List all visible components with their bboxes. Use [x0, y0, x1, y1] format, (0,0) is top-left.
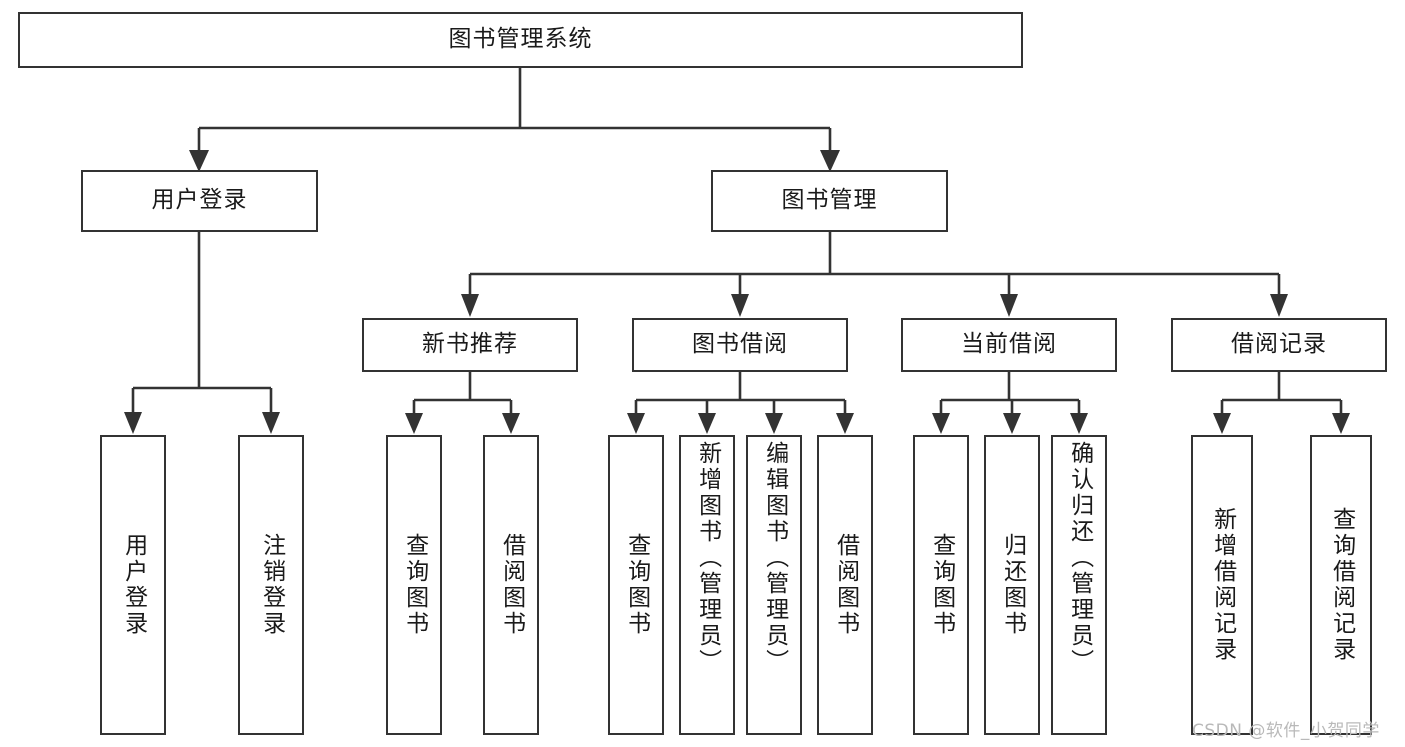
node-new-book-recommend[interactable]: 新书推荐	[362, 318, 578, 372]
node-current-borrow-label: 当前借阅	[961, 331, 1057, 358]
node-leaf-query-borrow-record[interactable]: 查询借阅记录	[1310, 435, 1372, 735]
node-leaf-add-book-admin-label: 新增图书（管理员）	[694, 441, 721, 675]
csdn-watermark: CSDN @软件_小贺同学	[1192, 721, 1380, 741]
node-user-login[interactable]: 用户登录	[81, 170, 318, 232]
node-leaf-confirm-return-admin-label: 确认归还（管理员）	[1066, 441, 1093, 675]
node-leaf-query-book-current[interactable]: 查询图书	[913, 435, 969, 735]
node-book-manage-label: 图书管理	[781, 187, 878, 214]
node-leaf-borrow-book-borrow-label: 借阅图书	[832, 533, 859, 637]
node-leaf-borrow-book-borrow[interactable]: 借阅图书	[817, 435, 873, 735]
node-leaf-logout[interactable]: 注销登录	[238, 435, 304, 735]
node-leaf-edit-book-admin-label: 编辑图书（管理员）	[761, 441, 788, 675]
node-book-borrow-label: 图书借阅	[692, 331, 788, 358]
node-leaf-user-login[interactable]: 用户登录	[100, 435, 166, 735]
node-root[interactable]: 图书管理系统	[18, 12, 1023, 68]
node-new-book-recommend-label: 新书推荐	[422, 331, 518, 358]
node-leaf-return-book[interactable]: 归还图书	[984, 435, 1040, 735]
node-borrow-record-label: 借阅记录	[1231, 331, 1327, 358]
node-leaf-add-book-admin[interactable]: 新增图书（管理员）	[679, 435, 735, 735]
node-leaf-user-login-label: 用户登录	[120, 533, 147, 637]
node-leaf-query-book-rec-label: 查询图书	[401, 533, 428, 637]
node-leaf-confirm-return-admin[interactable]: 确认归还（管理员）	[1051, 435, 1107, 735]
node-root-label: 图书管理系统	[448, 26, 593, 53]
node-leaf-query-book-rec[interactable]: 查询图书	[386, 435, 442, 735]
node-leaf-query-book-current-label: 查询图书	[928, 533, 955, 637]
node-book-manage[interactable]: 图书管理	[711, 170, 948, 232]
node-leaf-add-borrow-record-label: 新增借阅记录	[1209, 507, 1236, 663]
node-current-borrow[interactable]: 当前借阅	[901, 318, 1117, 372]
node-book-borrow[interactable]: 图书借阅	[632, 318, 848, 372]
node-leaf-query-borrow-record-label: 查询借阅记录	[1328, 507, 1355, 663]
node-leaf-query-book-borrow[interactable]: 查询图书	[608, 435, 664, 735]
node-borrow-record[interactable]: 借阅记录	[1171, 318, 1387, 372]
node-user-login-label: 用户登录	[151, 187, 248, 214]
node-leaf-edit-book-admin[interactable]: 编辑图书（管理员）	[746, 435, 802, 735]
node-leaf-return-book-label: 归还图书	[999, 533, 1026, 637]
node-leaf-borrow-book-rec[interactable]: 借阅图书	[483, 435, 539, 735]
node-leaf-query-book-borrow-label: 查询图书	[623, 533, 650, 637]
node-leaf-borrow-book-rec-label: 借阅图书	[498, 533, 525, 637]
node-leaf-logout-label: 注销登录	[258, 533, 285, 637]
node-leaf-add-borrow-record[interactable]: 新增借阅记录	[1191, 435, 1253, 735]
